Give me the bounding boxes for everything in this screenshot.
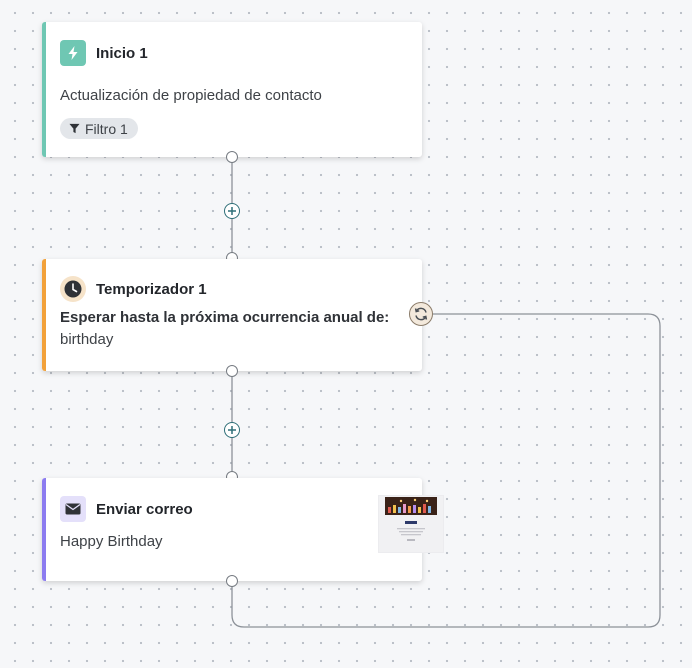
- card-description: Happy Birthday: [60, 533, 163, 550]
- envelope-icon: [60, 496, 86, 522]
- wait-condition-label: Esperar hasta la próxima ocurrencia anua…: [60, 309, 390, 326]
- card-accent-bar: [42, 478, 46, 581]
- output-port-start[interactable]: [226, 151, 238, 163]
- card-accent-bar: [42, 22, 46, 157]
- filter-chip-label: Filtro 1: [85, 120, 128, 137]
- card-description: Actualización de propiedad de contacto: [60, 87, 322, 104]
- add-step-button[interactable]: [224, 203, 240, 219]
- card-title: Temporizador 1: [96, 280, 207, 298]
- plus-circle-icon: [228, 207, 236, 215]
- output-port-timer[interactable]: [226, 365, 238, 377]
- card-accent-bar: [42, 259, 46, 371]
- wait-property-value: birthday: [60, 331, 114, 348]
- trigger-card-start[interactable]: Inicio 1 Actualización de propiedad de c…: [42, 22, 422, 157]
- filter-chip[interactable]: Filtro 1: [60, 118, 138, 139]
- card-header: Enviar correo: [60, 496, 193, 522]
- card-title: Enviar correo: [96, 500, 193, 518]
- email-preview-thumbnail[interactable]: [378, 495, 444, 553]
- card-header: Temporizador 1: [60, 276, 207, 302]
- email-card[interactable]: Enviar correo Happy Birthday: [42, 478, 444, 581]
- clock-icon: [60, 276, 86, 302]
- filter-icon: [69, 123, 80, 134]
- lightning-bolt-icon: [60, 40, 86, 66]
- output-port-email[interactable]: [226, 575, 238, 587]
- add-step-button[interactable]: [224, 422, 240, 438]
- card-title: Inicio 1: [96, 44, 148, 62]
- timer-card[interactable]: Temporizador 1 Esperar hasta la próxima …: [42, 259, 422, 371]
- loop-arrows-icon: [414, 307, 428, 321]
- loop-button[interactable]: [409, 302, 433, 326]
- plus-circle-icon: [228, 426, 236, 434]
- card-description: Esperar hasta la próxima ocurrencia anua…: [60, 307, 389, 351]
- card-header: Inicio 1: [60, 40, 148, 66]
